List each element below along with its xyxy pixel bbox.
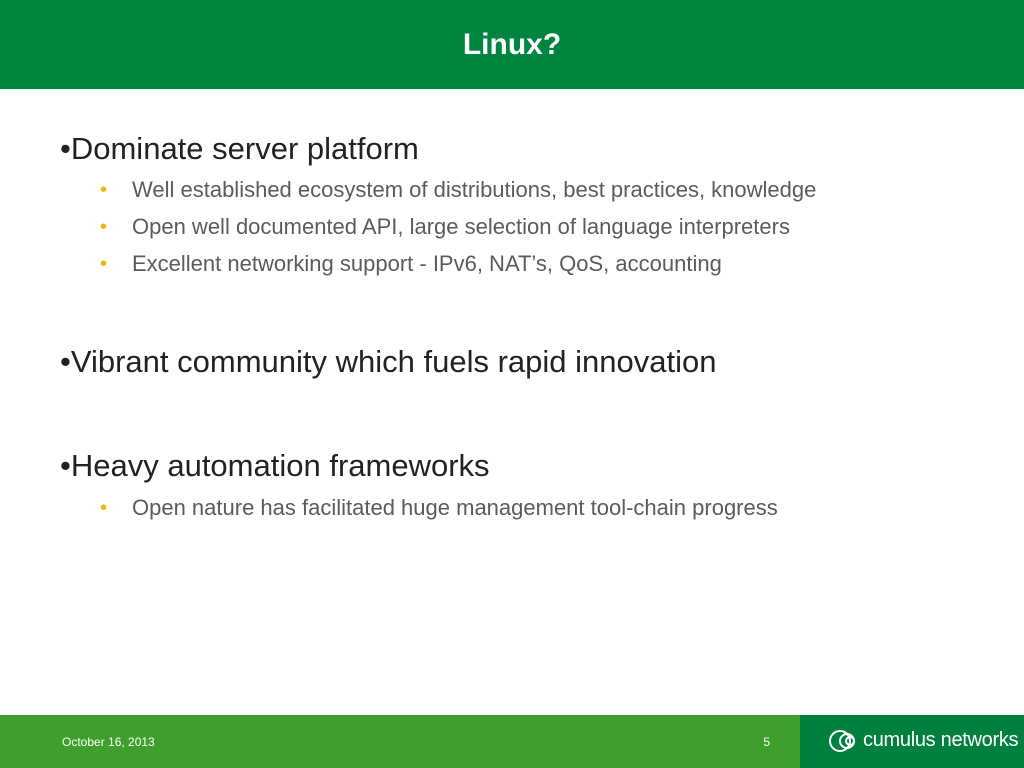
logo-wordmark: cumulus networks (863, 729, 1019, 751)
footer-date: October 16, 2013 (62, 735, 155, 749)
bullet-3: •Heavy automation frameworks (60, 448, 490, 484)
title-bar (0, 0, 1024, 89)
bullet-2-text: Vibrant community which fuels rapid inno… (70, 344, 717, 379)
sub-bullet-marker: • (100, 216, 108, 238)
footer-bar (0, 715, 800, 768)
bullet-3-text: Heavy automation frameworks (70, 448, 490, 483)
logo-panel (800, 715, 1024, 768)
bullet-3-marker: • (60, 448, 71, 483)
cumulus-logo-icon (829, 730, 855, 752)
slide-title: Linux? (462, 28, 562, 61)
sub-bullet-text: Excellent networking support - IPv6, NAT… (132, 251, 722, 276)
bullet-1-marker: • (60, 131, 71, 166)
bullet-1-text: Dominate server platform (70, 131, 419, 166)
page-number: 5 (763, 735, 770, 749)
sub-bullet-marker: • (100, 179, 108, 201)
bullet-2-marker: • (60, 344, 71, 379)
sub-bullet-marker: • (100, 497, 108, 519)
bullet-1: •Dominate server platform (60, 131, 419, 167)
sub-bullet-text: Well established ecosystem of distributi… (132, 177, 817, 202)
sub-bullet-text: Open nature has facilitated huge managem… (132, 495, 778, 520)
sub-bullet-text: Open well documented API, large selectio… (132, 214, 790, 239)
bullet-2: •Vibrant community which fuels rapid inn… (60, 344, 716, 380)
sub-bullet-marker: • (100, 253, 108, 275)
